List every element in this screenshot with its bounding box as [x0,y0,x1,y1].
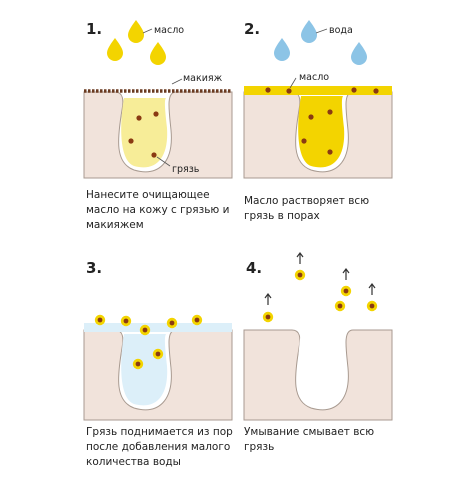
oil-drop-icon [150,42,166,65]
water-layer [84,323,232,332]
label-makeup: макияж [183,73,223,84]
pore-oil [298,96,345,168]
step-3-number: 3. [86,259,102,277]
dirt-particle [301,138,307,144]
label-oil-layer: масло [299,72,329,83]
arrow-up-icon [264,252,376,305]
dirt-in-oil [94,314,203,370]
leader-line [156,156,171,167]
skin-layer [83,329,233,421]
dirt-particle [327,109,333,115]
skin-layer [83,91,233,179]
panel-step-2: 2. вода масло [243,20,393,179]
step-1-caption: Нанесите очищающее масло на кожу с грязь… [86,189,230,231]
leader-line [142,28,153,34]
dirt-particle [151,152,157,158]
panel-step-3: 3. [83,259,233,421]
pore-oil [121,98,168,168]
leader-line [289,77,297,89]
dirt-particle [128,138,134,144]
dirt-particle [153,111,159,117]
step-1-number: 1. [86,20,102,38]
water-drop-icon [274,38,290,61]
leader-line [171,78,183,85]
dirt-particle [327,149,333,155]
panel-step-1: 1. масло макияж грязь [83,20,233,179]
panel-step-4: 4. [243,252,393,421]
leader-line [315,28,328,34]
clean-pore [298,332,345,406]
oil-drop-icon [128,20,144,43]
water-drop-icon [351,42,367,65]
step-2-number: 2. [244,20,260,38]
label-water: вода [329,25,353,36]
step-3-caption: Грязь поднимается из пор после добавлени… [86,426,233,468]
step-4-number: 4. [246,259,262,277]
water-drop-icon [301,20,317,43]
oil-layer [244,86,392,95]
step-2-caption: Масло растворяет всю грязь в порах [244,195,370,222]
skin-layer [243,91,393,179]
dirt-particle [351,87,357,93]
dirt-particle [308,114,314,120]
pore-water [121,334,168,406]
dirt-particle [265,87,271,93]
step-4-caption: Умывание смывает всю грязь [244,426,375,453]
dirt-particle [373,88,379,94]
dirt-particle [286,88,292,94]
dirt-particle [136,115,142,121]
label-oil: масло [154,25,184,36]
label-dirt: грязь [172,164,200,175]
oil-drop-icon [107,38,123,61]
dirt-rising [262,269,378,323]
